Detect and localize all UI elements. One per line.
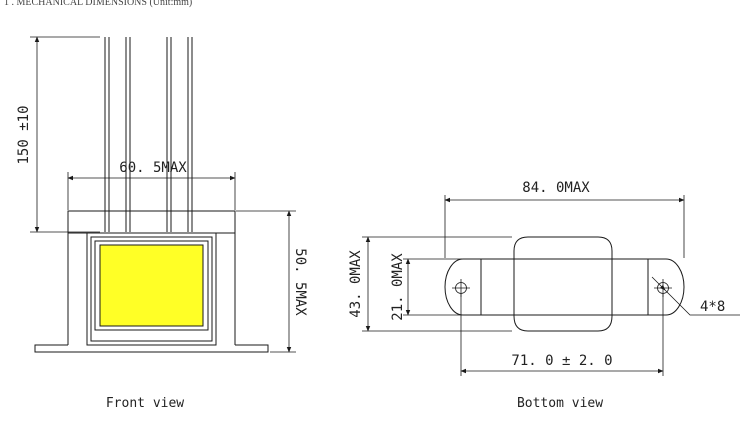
transformer-body (34, 210, 269, 353)
lead-length-dimension: 150 ±10 (16, 36, 100, 233)
hole-callout: 4*8 (651, 276, 740, 316)
lead-length-label: 150 ±10 (16, 105, 32, 164)
bottom-view: 84. 0MAX 43. 0MAX 21. 0MAX 71. 0 ± 2. 0 (348, 180, 740, 411)
mounting-holes (452, 279, 672, 297)
coil-window (99, 244, 204, 327)
width-label: 60. 5MAX (119, 160, 187, 176)
front-view: 150 ±10 60. 5MAX 50. 5MAX Front view (16, 36, 308, 411)
length-dimension: 84. 0MAX (444, 180, 685, 258)
height-dimension: 50. 5MAX (236, 210, 308, 353)
coil-outline (513, 236, 613, 332)
inner-depth-label: 21. 0MAX (390, 253, 406, 321)
hole-callout-label: 4*8 (700, 299, 725, 315)
depth-dimension: 43. 0MAX (348, 236, 512, 332)
hole-spacing-label: 71. 0 ± 2. 0 (511, 353, 612, 369)
depth-label: 43. 0MAX (348, 250, 364, 318)
base-plate (444, 258, 685, 316)
bottom-view-caption: Bottom view (517, 396, 603, 411)
width-dimension: 60. 5MAX (67, 160, 236, 210)
front-view-caption: Front view (106, 396, 184, 411)
hole-spacing-dimension: 71. 0 ± 2. 0 (460, 294, 664, 376)
lead-wires (104, 37, 193, 232)
length-label: 84. 0MAX (522, 180, 590, 196)
header-text: 1 . MECHANICAL DIMENSIONS (Unit:mm) (4, 0, 192, 8)
inner-depth-dimension: 21. 0MAX (390, 253, 462, 321)
height-label: 50. 5MAX (292, 248, 308, 316)
